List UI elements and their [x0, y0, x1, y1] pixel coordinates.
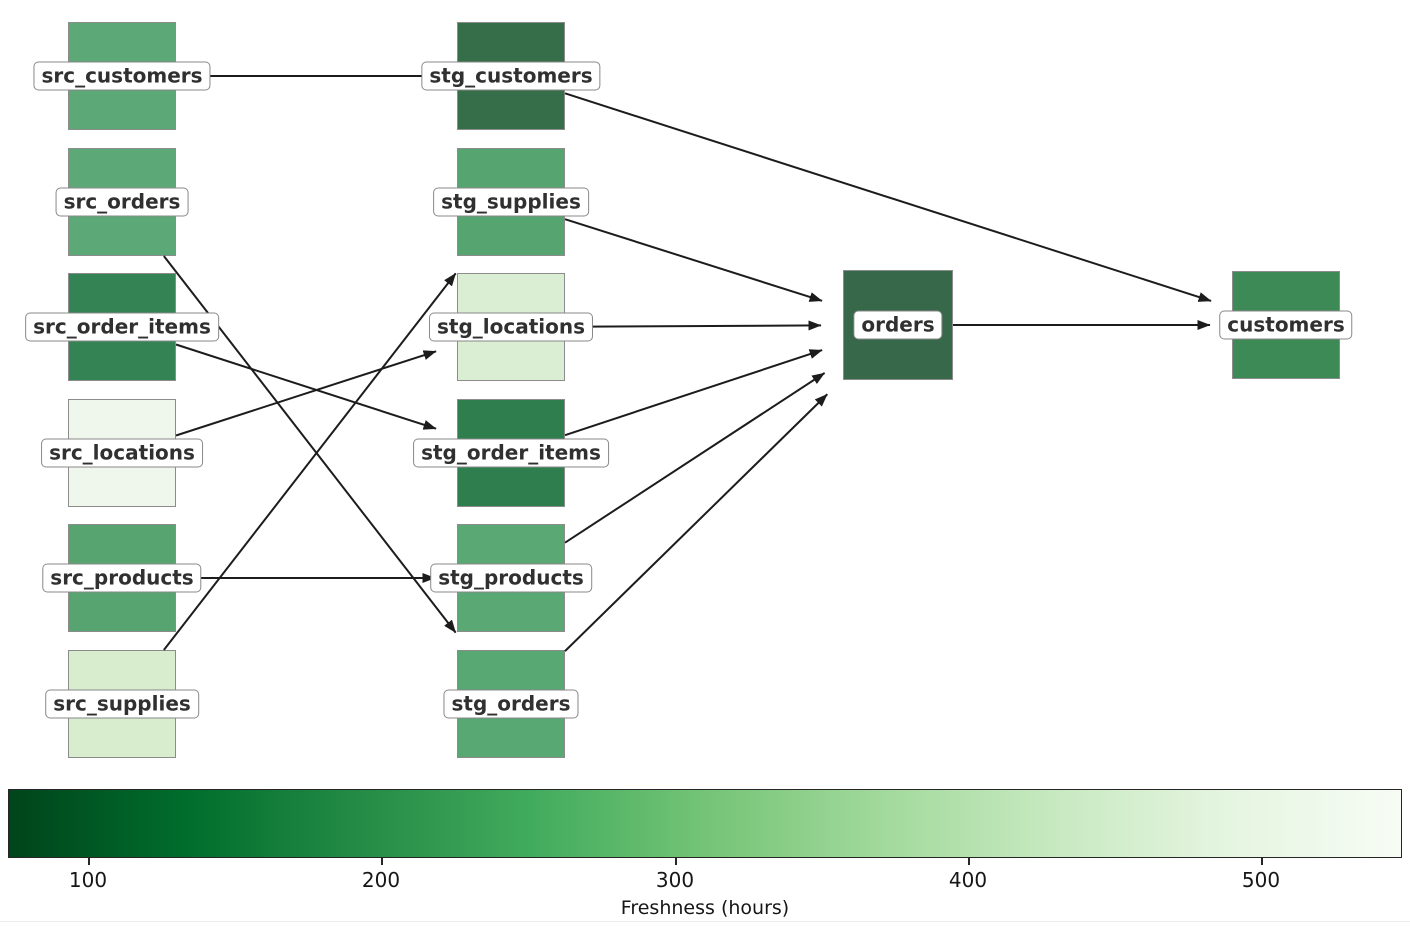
node-label-stg_order_items: stg_order_items [413, 438, 609, 468]
edge-src_supplies-to-stg_supplies [163, 272, 457, 651]
node-label-src_orders: src_orders [55, 187, 189, 217]
edge-stg_customers-to-customers [564, 92, 1212, 302]
node-label-src_customers: src_customers [33, 61, 211, 91]
edge-stg_products-to-orders [564, 372, 826, 544]
node-label-src_supplies: src_supplies [45, 689, 199, 719]
colorbar-tick-500 [1261, 858, 1263, 865]
edge-stg_supplies-to-orders [564, 218, 823, 302]
node-label-stg_products: stg_products [430, 563, 592, 593]
colorbar-tick-label-500: 500 [1241, 868, 1281, 892]
node-label-stg_supplies: stg_supplies [433, 187, 589, 217]
colorbar-tick-label-300: 300 [655, 868, 695, 892]
colorbar-gradient [8, 789, 1402, 858]
edge-stg_order_items-to-orders [564, 349, 823, 437]
figure-bottom-rule [0, 921, 1410, 922]
edge-src_order_items-to-stg_order_items [175, 343, 437, 430]
node-label-stg_customers: stg_customers [421, 61, 601, 91]
node-label-src_products: src_products [42, 563, 202, 593]
edge-stg_locations-to-orders [564, 320, 822, 331]
edge-src_locations-to-stg_locations [175, 350, 437, 437]
colorbar-tick-label-200: 200 [361, 868, 401, 892]
node-label-stg_locations: stg_locations [428, 312, 594, 342]
node-label-src_locations: src_locations [41, 438, 203, 468]
colorbar-tick-label-400: 400 [948, 868, 988, 892]
node-label-src_order_items: src_order_items [25, 312, 219, 342]
colorbar-tick-300 [675, 858, 677, 865]
colorbar-tick-100 [88, 858, 90, 865]
node-label-orders: orders [853, 310, 943, 340]
colorbar-tick-200 [381, 858, 383, 865]
node-label-stg_orders: stg_orders [443, 689, 579, 719]
colorbar-tick-400 [968, 858, 970, 865]
colorbar-tick-label-100: 100 [68, 868, 108, 892]
colorbar-axis-label: Freshness (hours) [620, 897, 790, 919]
edge-stg_orders-to-orders [564, 393, 828, 652]
node-label-customers: customers [1219, 310, 1353, 340]
